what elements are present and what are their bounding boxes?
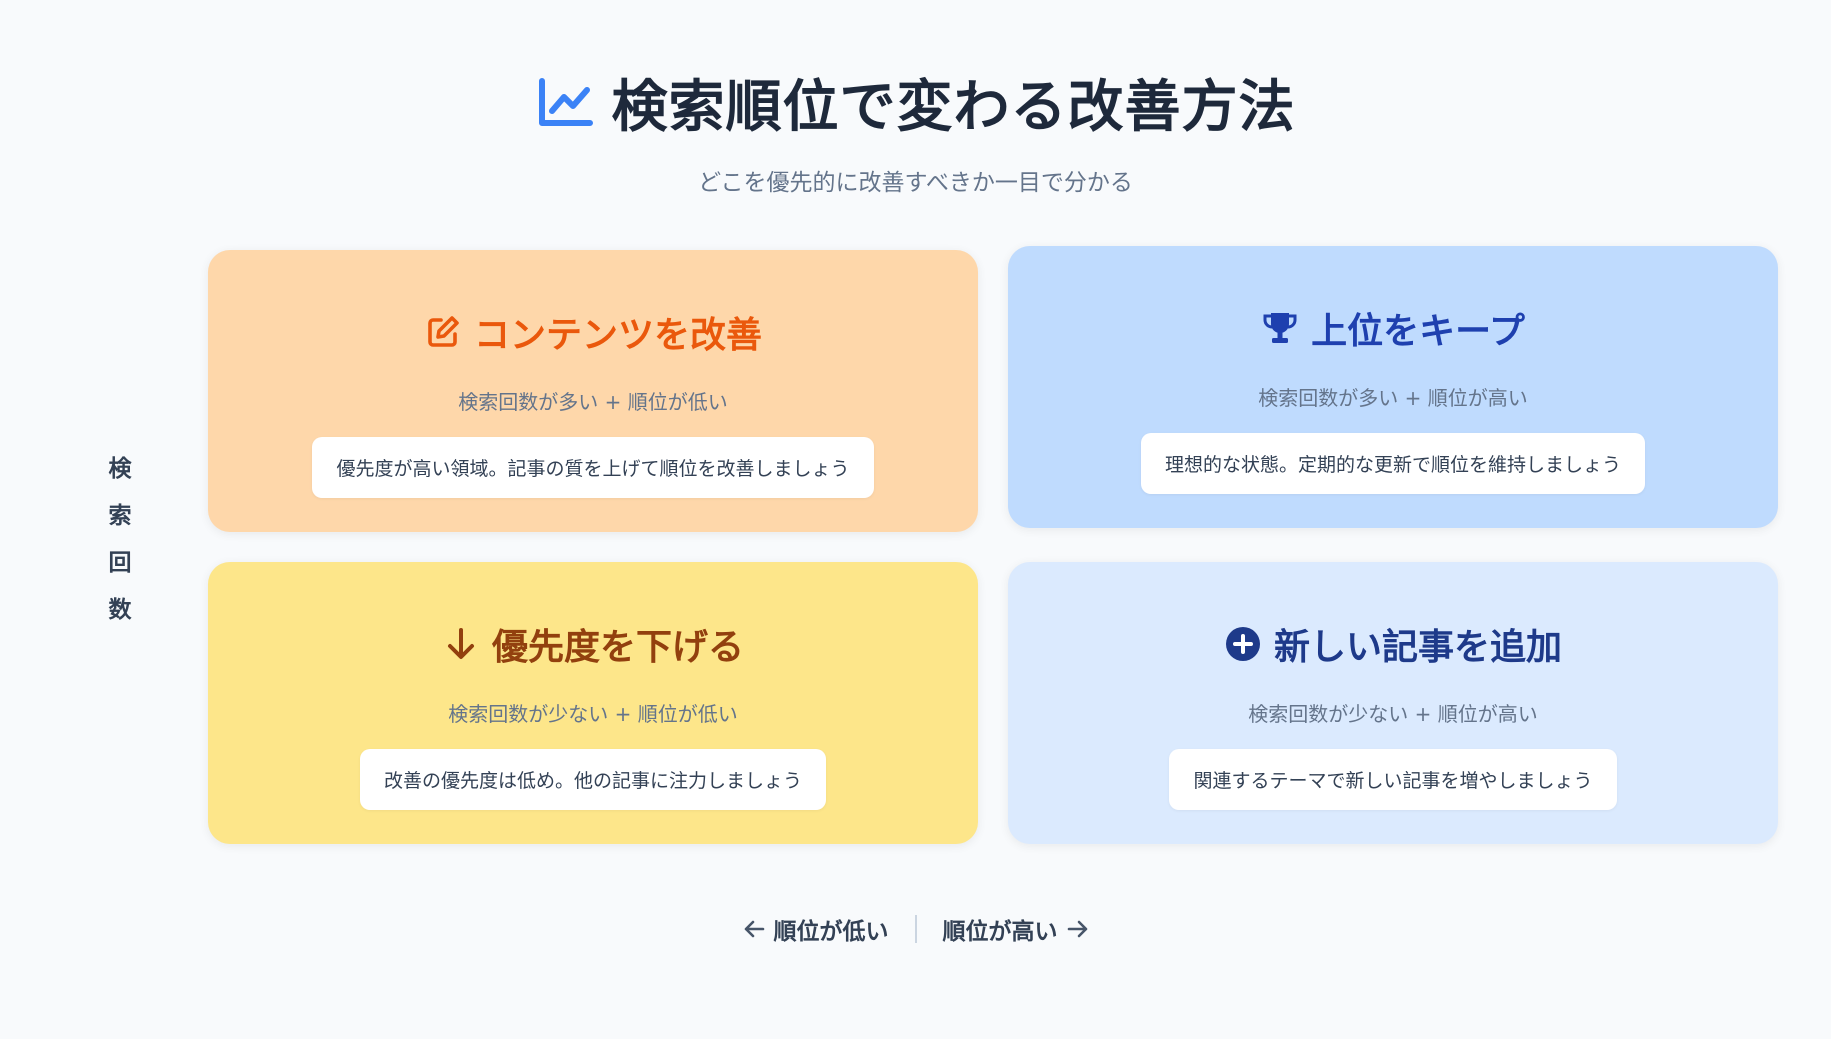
- arrow-left-icon: [744, 920, 764, 938]
- page-title: 検索順位で変わる改善方法: [611, 75, 1296, 140]
- quadrant-condition: 検索回数が少ない + 順位が高い: [1248, 702, 1538, 726]
- title-row: 検索順位で変わる改善方法: [0, 62, 1831, 143]
- quadrant-title: コンテンツを改善: [473, 315, 762, 356]
- x-axis-left-label: 順位が低い: [773, 919, 889, 945]
- arrow-down-icon: [447, 628, 474, 659]
- quadrant-title-row: 優先度を下げる: [208, 618, 978, 670]
- quadrant-note: 理想的な状態。定期的な更新で順位を維持しましょう: [1140, 433, 1645, 494]
- quadrant-title-row: コンテンツを改善: [208, 306, 978, 358]
- plus-circle-icon: [1225, 627, 1260, 661]
- quadrant-note: 関連するテーマで新しい記事を増やしましょう: [1169, 749, 1617, 810]
- quadrant-lower-priority: 優先度を下げる 検索回数が少ない + 順位が低い 改善の優先度は低め。他の記事に…: [208, 562, 978, 844]
- quadrant-condition: 検索回数が多い + 順位が低い: [458, 390, 728, 414]
- quadrant-add-article: 新しい記事を追加 検索回数が少ない + 順位が高い 関連するテーマで新しい記事を…: [1008, 562, 1778, 844]
- y-axis-char: 回: [108, 550, 132, 576]
- x-axis-label: 順位が低い 順位が高い: [0, 912, 1831, 946]
- quadrant-title-row: 上位をキープ: [1008, 302, 1778, 354]
- x-axis-divider: [914, 915, 917, 943]
- y-axis-char: 索: [108, 503, 132, 529]
- y-axis-char: 検: [108, 456, 132, 482]
- quadrant-note: 優先度が高い領域。記事の質を上げて順位を改善しましょう: [312, 437, 874, 498]
- page-subtitle: どこを優先的に改善すべきか一目で分かる: [698, 170, 1133, 196]
- x-axis-left: 順位が低い: [742, 912, 889, 946]
- quadrant-title-row: 新しい記事を追加: [1008, 618, 1778, 670]
- quadrant-keep-top: 上位をキープ 検索回数が多い + 順位が高い 理想的な状態。定期的な更新で順位を…: [1008, 246, 1778, 528]
- y-axis-char: 数: [108, 597, 132, 623]
- trophy-icon: [1263, 313, 1297, 343]
- arrow-right-icon: [1067, 920, 1087, 938]
- quadrant-improve-content: コンテンツを改善 検索回数が多い + 順位が低い 優先度が高い領域。記事の質を上…: [208, 250, 978, 532]
- quadrant-title: 上位をキープ: [1311, 311, 1525, 352]
- edit-icon: [428, 316, 459, 347]
- y-axis-label: 検 索 回 数: [104, 456, 136, 624]
- quadrant-note: 改善の優先度は低め。他の記事に注力しましょう: [359, 749, 826, 810]
- header: 検索順位で変わる改善方法 どこを優先的に改善すべきか一目で分かる: [0, 62, 1831, 197]
- quadrant-condition: 検索回数が少ない + 順位が低い: [448, 702, 738, 726]
- x-axis-right-label: 順位が高い: [942, 919, 1058, 945]
- line-chart-icon: [538, 77, 593, 126]
- quadrant-title: 新しい記事を追加: [1273, 627, 1562, 668]
- quadrant-title: 優先度を下げる: [491, 627, 744, 668]
- x-axis-right: 順位が高い: [943, 912, 1090, 946]
- quadrant-condition: 検索回数が多い + 順位が高い: [1258, 386, 1528, 410]
